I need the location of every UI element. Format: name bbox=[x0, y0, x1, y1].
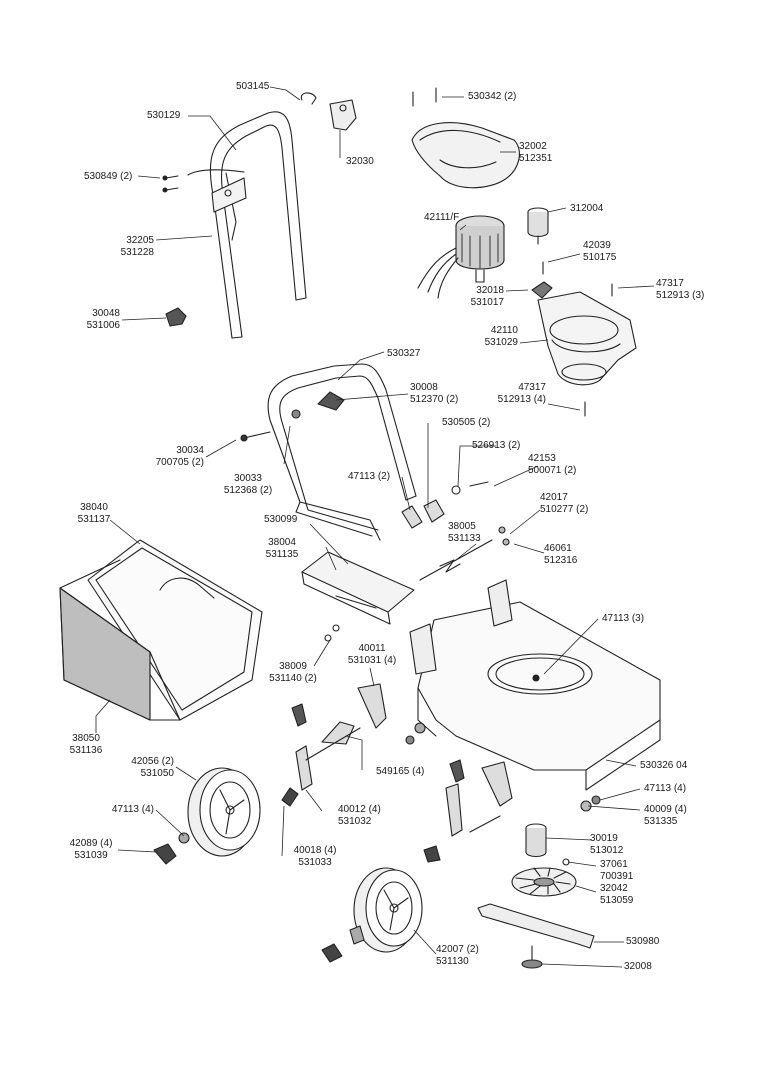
callout-42056: 42056 (2)531050 bbox=[131, 756, 174, 779]
callout-47113-4-left: 47113 (4) bbox=[111, 804, 154, 815]
callout-530326: 530326 04 bbox=[640, 760, 688, 771]
bracket-530505 bbox=[401, 505, 423, 529]
callout-526913: 526913 (2) bbox=[472, 440, 521, 451]
cap-42089 bbox=[153, 843, 177, 865]
callout-47113-4-right: 47113 (4) bbox=[644, 783, 687, 794]
callout-42007: 42007 (2)531130 bbox=[436, 944, 479, 967]
callout-549165: 549165 (4) bbox=[376, 766, 425, 777]
callout-47113-3: 47113 (3) bbox=[602, 613, 645, 624]
motor-cover bbox=[411, 122, 520, 189]
callout-530099: 530099 bbox=[264, 514, 298, 525]
grass-bag bbox=[59, 539, 263, 721]
callout-32008: 32008 bbox=[624, 961, 652, 972]
callout-40018: 40018 (4)531033 bbox=[293, 845, 337, 868]
callout-530342: 530342 (2) bbox=[468, 91, 517, 102]
bracket-32030 bbox=[329, 99, 357, 131]
motor bbox=[417, 215, 505, 299]
fan-32042 bbox=[511, 867, 577, 897]
bolt-40018 bbox=[281, 787, 299, 807]
upper-handle bbox=[187, 111, 307, 339]
callout-530505: 530505 (2) bbox=[442, 417, 491, 428]
adapter-30019 bbox=[525, 823, 547, 858]
callout-530849: 530849 (2) bbox=[84, 171, 133, 182]
bolt-30034 bbox=[243, 431, 271, 439]
callout-40012: 40012 (4)531032 bbox=[338, 804, 381, 827]
knob-30048 bbox=[165, 307, 187, 327]
front-wheel bbox=[353, 867, 423, 953]
motor-housing bbox=[537, 291, 637, 386]
bolt-32008 bbox=[521, 945, 543, 969]
callout-312004: 312004 bbox=[570, 203, 604, 214]
knob-30008 bbox=[317, 391, 345, 411]
rear-wheel bbox=[187, 767, 261, 857]
callout-42089: 42089 (4)531039 bbox=[69, 838, 113, 861]
blade-530980 bbox=[477, 903, 595, 949]
bracket-40011 bbox=[357, 683, 387, 729]
callout-530129: 530129 bbox=[147, 110, 181, 121]
callout-530327: 530327 bbox=[387, 348, 421, 359]
callout-42111: 42111/F bbox=[424, 212, 460, 223]
grass-flap bbox=[301, 551, 415, 625]
bracket-40012 bbox=[295, 745, 313, 791]
callout-503145: 503145 bbox=[236, 81, 270, 92]
callout-47113-2: 47113 (2) bbox=[348, 471, 391, 482]
callout-32030: 32030 bbox=[346, 156, 374, 167]
screw-530849 bbox=[162, 175, 179, 193]
callout-530980: 530980 bbox=[626, 936, 660, 947]
clip-32018 bbox=[531, 281, 553, 299]
bracket-right bbox=[481, 761, 513, 807]
leader-lines bbox=[95, 86, 655, 968]
capacitor bbox=[527, 207, 549, 245]
clip-503145 bbox=[300, 92, 317, 105]
lever-right-upper bbox=[449, 759, 465, 783]
lower-handle bbox=[267, 363, 417, 541]
bolt-42153 bbox=[469, 481, 489, 487]
callout-40009: 40009 (4)531335 bbox=[644, 804, 687, 827]
lever-left-upper bbox=[291, 703, 307, 727]
mower-deck bbox=[409, 579, 661, 791]
